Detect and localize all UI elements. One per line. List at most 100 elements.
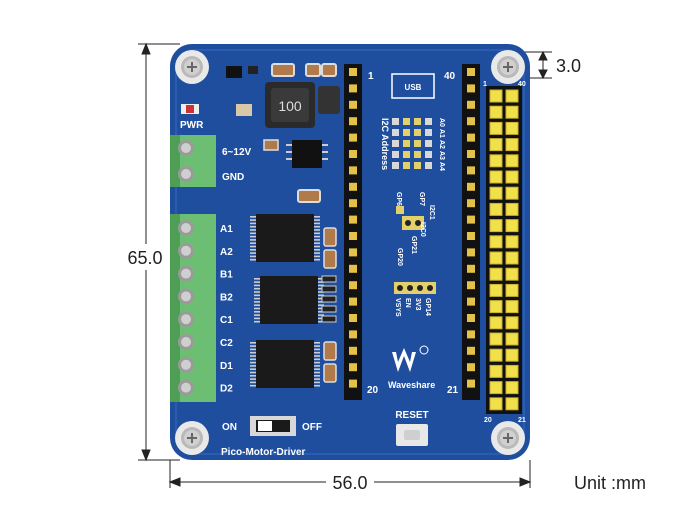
header-pin	[467, 264, 475, 273]
pin-header-pin	[505, 397, 519, 411]
header-pin	[349, 248, 357, 257]
header-pin21-label: 21	[447, 385, 459, 396]
height-dimension: 65.0	[127, 248, 162, 268]
header-pin	[467, 248, 475, 257]
pin-header-pin	[505, 89, 519, 103]
gp20-label: GP20	[396, 248, 403, 266]
pin-header-pin	[489, 219, 503, 233]
pin-header-pin	[489, 170, 503, 184]
header-pin	[467, 297, 475, 306]
header-pin	[349, 84, 357, 93]
resistor	[321, 285, 337, 293]
header-pin	[349, 199, 357, 208]
pwr-label: PWR	[180, 120, 204, 131]
header-pin	[349, 100, 357, 109]
terminal-label-b2: B2	[220, 292, 233, 303]
pin-header-pin	[489, 364, 503, 378]
resistor	[321, 305, 337, 313]
vsys-label: VSYS	[394, 298, 401, 317]
mounting-hole-tl	[175, 50, 209, 84]
pin-header-row	[486, 86, 522, 414]
header-pin	[467, 232, 475, 240]
header-pin	[467, 314, 475, 322]
i2c-pad	[425, 118, 432, 125]
terminal-label-a1: A1	[220, 224, 233, 235]
reset-button[interactable]	[396, 424, 428, 446]
i2c-pad	[414, 140, 421, 147]
pin-header-pin	[489, 332, 503, 346]
hole-offset-dimension: 3.0	[556, 56, 581, 76]
pin-header-pin	[505, 138, 519, 152]
motor-driver-ic	[254, 276, 324, 324]
pin-header-pin	[505, 186, 519, 200]
pin-header-pin	[505, 121, 519, 135]
header-pin	[349, 150, 357, 158]
i2c-bit-a3: A3	[438, 151, 445, 160]
header-pin	[349, 68, 357, 76]
i2c-bit-a2: A2	[438, 140, 445, 149]
header-pin	[349, 363, 357, 372]
en-label: EN	[404, 298, 411, 308]
capacitor	[323, 249, 337, 269]
small-header-pin1: 1	[483, 81, 487, 88]
resistor	[321, 315, 337, 323]
usb-label: USB	[405, 83, 422, 92]
power-switch[interactable]	[250, 416, 296, 436]
3v3-label: 3V3	[414, 298, 421, 311]
waveshare-logo	[392, 345, 429, 372]
header-pin	[467, 330, 475, 339]
header-pin	[349, 182, 357, 191]
header-pin	[467, 182, 475, 191]
header-pin	[467, 100, 475, 109]
pin-header-pin	[489, 300, 503, 314]
transistor	[226, 66, 242, 78]
i2c0-label: I2C0	[419, 222, 426, 237]
power-select-block: VSYS EN 3V3 GP14	[394, 282, 436, 317]
terminal-label-c2: C2	[220, 338, 233, 349]
i2c-pad	[414, 162, 421, 169]
pin-header-pin	[489, 267, 503, 281]
pin-header-pin	[505, 251, 519, 265]
capacitor	[305, 63, 321, 77]
gp21-label: GP21	[410, 236, 417, 254]
pin-header-pin	[489, 105, 503, 119]
header-pin	[467, 133, 475, 142]
i2c-pad	[403, 162, 410, 169]
pin-header-pin	[505, 381, 519, 395]
header-pin	[349, 232, 357, 240]
header-pin40-label: 40	[444, 71, 456, 82]
pin-header-pin	[505, 235, 519, 249]
pin-header-pin	[505, 202, 519, 216]
header-pin20-label: 20	[367, 385, 379, 396]
i2c-address-label: I2C Address	[380, 118, 390, 170]
i2c-pad	[425, 140, 432, 147]
gp14-label: GP14	[424, 298, 431, 316]
terminal-label-a2: A2	[220, 247, 233, 258]
mounting-hole-tr	[491, 50, 525, 84]
mounting-hole-bl	[175, 421, 209, 455]
resistor	[321, 295, 337, 303]
pin-header-pin	[489, 283, 503, 297]
i2c-pad	[392, 118, 399, 125]
switch-on-label: ON	[222, 422, 237, 433]
small-header-pin20: 20	[484, 417, 492, 424]
switch-off-label: OFF	[302, 422, 322, 433]
pin-header-pin	[505, 364, 519, 378]
i2c-pad	[414, 151, 421, 158]
i2c-pad	[425, 129, 432, 136]
i2c-pad	[392, 129, 399, 136]
resistor	[321, 275, 337, 283]
terminal-label-c1: C1	[220, 315, 233, 326]
header-pin1-label: 1	[368, 71, 374, 82]
header-pin	[349, 346, 357, 355]
pin-header-pin	[489, 138, 503, 152]
i2c-pad	[403, 129, 410, 136]
gp-jumper-block: GP6 GP7 I2C1 I2C0 GP21 GP20	[395, 192, 435, 266]
header-pin	[467, 281, 475, 290]
i2c-pad	[403, 151, 410, 158]
i2c-pad	[392, 140, 399, 147]
header-pin	[349, 264, 357, 273]
pin-header-pin	[505, 283, 519, 297]
board-name: Pico-Motor-Driver	[221, 447, 306, 458]
